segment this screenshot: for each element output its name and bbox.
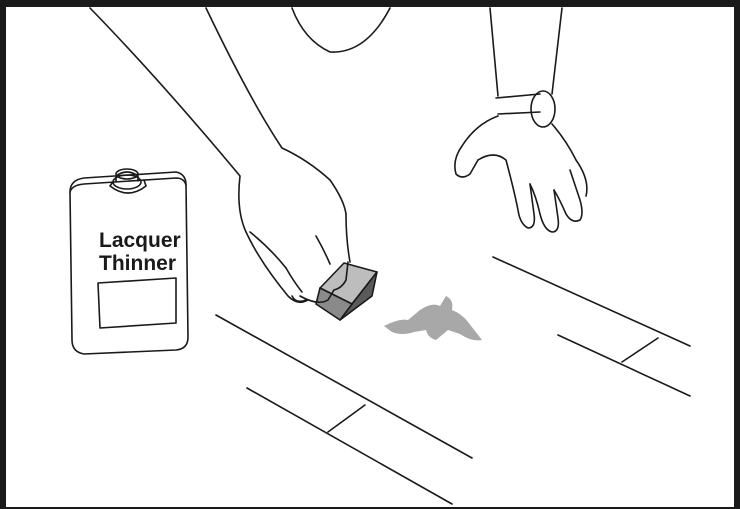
can-label-line1: Lacquer [99, 229, 181, 252]
can-label-line2: Thinner [99, 252, 176, 275]
right-hand [292, 8, 587, 232]
stain [384, 296, 482, 340]
